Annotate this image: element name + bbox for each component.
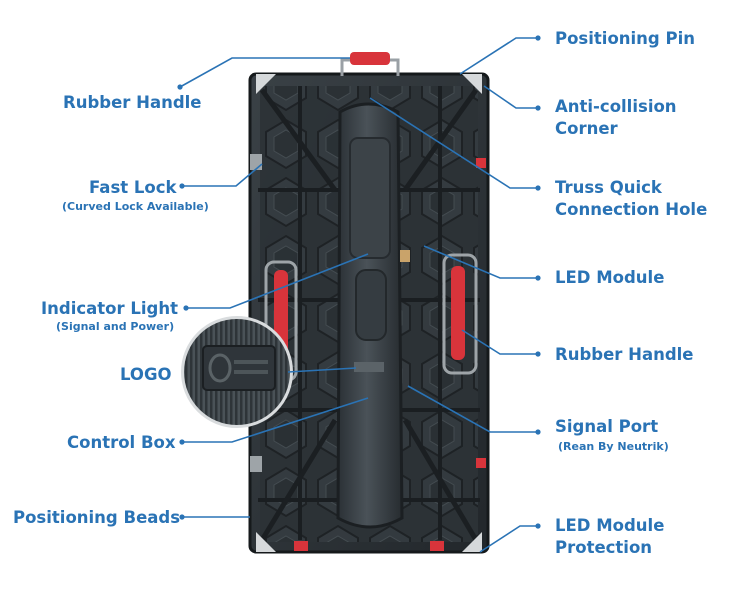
leader-dots <box>177 35 541 529</box>
logo-magnifier <box>181 316 293 428</box>
leader-led-protection <box>479 525 538 553</box>
label-positioning-beads: Positioning Beads <box>13 508 181 527</box>
label-positioning-pin: Positioning Pin <box>555 29 695 48</box>
label-indicator-light: Indicator Light <box>41 299 178 318</box>
leader-logo <box>287 367 357 373</box>
brand-logo-icon <box>202 345 276 391</box>
leader-signal-port <box>407 385 538 433</box>
label-led-protection-2: Protection <box>555 538 653 557</box>
leader-fast-lock <box>182 163 263 187</box>
label-led-module: LED Module <box>555 268 665 287</box>
control-box <box>336 102 404 529</box>
label-signal-port-sub: (Rean By Neutrik) <box>558 440 669 453</box>
label-fast-lock-sub: (Curved Lock Available) <box>62 200 209 213</box>
label-truss-2: Connection Hole <box>555 200 708 219</box>
leader-truss <box>369 97 538 189</box>
leader-lines <box>179 37 538 553</box>
leader-indicator-light <box>186 253 369 309</box>
leader-control-box <box>182 397 369 443</box>
label-rubber-handle-right: Rubber Handle <box>555 345 694 364</box>
label-fast-lock: Fast Lock <box>89 178 177 197</box>
label-anti-collision-1: Anti-collision <box>555 97 677 116</box>
label-logo: LOGO <box>120 365 172 384</box>
leader-led-module <box>423 245 538 279</box>
label-control-box: Control Box <box>67 433 176 452</box>
led-cabinet <box>248 52 490 554</box>
top-rubber-handle <box>340 52 400 76</box>
leader-anti-collision <box>483 85 538 109</box>
label-led-protection-1: LED Module <box>555 516 665 535</box>
label-truss-1: Truss Quick <box>555 178 662 197</box>
label-signal-port: Signal Port <box>555 417 659 436</box>
frame-braces <box>259 88 479 542</box>
right-rubber-handle <box>442 253 478 375</box>
label-indicator-light-sub: (Signal and Power) <box>56 320 175 333</box>
leader-rubber-handle-right <box>461 329 538 355</box>
leader-positioning-pin <box>459 37 538 75</box>
label-rubber-handle-top: Rubber Handle <box>63 93 202 112</box>
leader-rubber-handle-top <box>179 57 350 88</box>
label-anti-collision-2: Corner <box>555 119 618 138</box>
